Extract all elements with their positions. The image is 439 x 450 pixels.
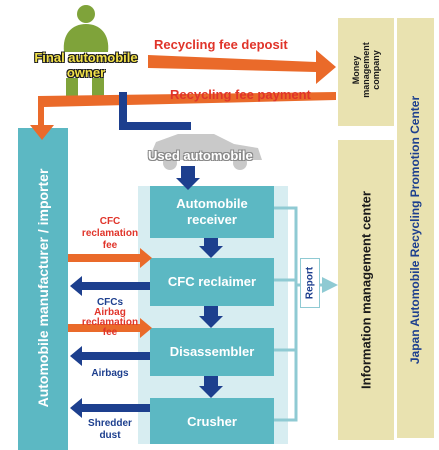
disassembler-box <box>150 328 274 376</box>
person-icon <box>63 5 109 96</box>
cfcs-label: CFCs <box>96 297 124 308</box>
report-arrowhead <box>322 277 338 293</box>
crusher-box <box>150 398 274 444</box>
cfc-fee-label: CFC reclamation fee <box>81 216 139 251</box>
info-center-box <box>338 140 394 440</box>
deposit-arrow <box>148 50 336 84</box>
airbag-fee-label-visible: Airbag reclamation fee <box>81 307 139 338</box>
report-badge <box>300 258 320 308</box>
airbags-label: Airbags <box>91 368 129 379</box>
report-label: Report <box>304 266 316 300</box>
jarc-label: Japan Automobile Recycling Promotion Cen… <box>408 95 422 365</box>
jarc-panel <box>397 18 434 438</box>
used-automobile-label: Used automobile <box>148 148 253 163</box>
car-icon <box>150 134 262 170</box>
flow-arrow-down <box>176 166 223 398</box>
payment-label: Recycling fee payment <box>170 87 311 102</box>
cfcs-arrow <box>70 276 150 296</box>
airbag-fee-arrow <box>68 318 152 338</box>
report-lines <box>274 206 326 422</box>
owner-label: Final automobile owner <box>34 50 138 80</box>
receiver-label: Automobile receiver <box>176 196 248 227</box>
crusher-label: Crusher <box>187 414 237 429</box>
money-company-box <box>338 18 394 126</box>
cfc-fee-arrow <box>68 248 152 268</box>
airbags-arrow <box>70 346 150 366</box>
info-center-label: Information management center <box>358 191 374 389</box>
owner-to-car-arrow <box>119 92 191 130</box>
deposit-label: Recycling fee deposit <box>154 37 288 52</box>
cfc-reclaimer-box <box>150 258 274 306</box>
shredder-arrow <box>70 398 150 418</box>
manufacturer-panel <box>18 128 68 450</box>
disassembler-label: Disassembler <box>169 344 255 359</box>
receiver-box <box>150 186 274 238</box>
manufacturer-label: Automobile manufacturer / importer <box>35 168 51 408</box>
shredder-label: Shredder dust <box>88 418 132 441</box>
payment-arrow <box>30 92 336 140</box>
money-company-label: Money management company <box>351 42 381 98</box>
cfc-reclaimer-label: CFC reclaimer <box>167 274 257 289</box>
